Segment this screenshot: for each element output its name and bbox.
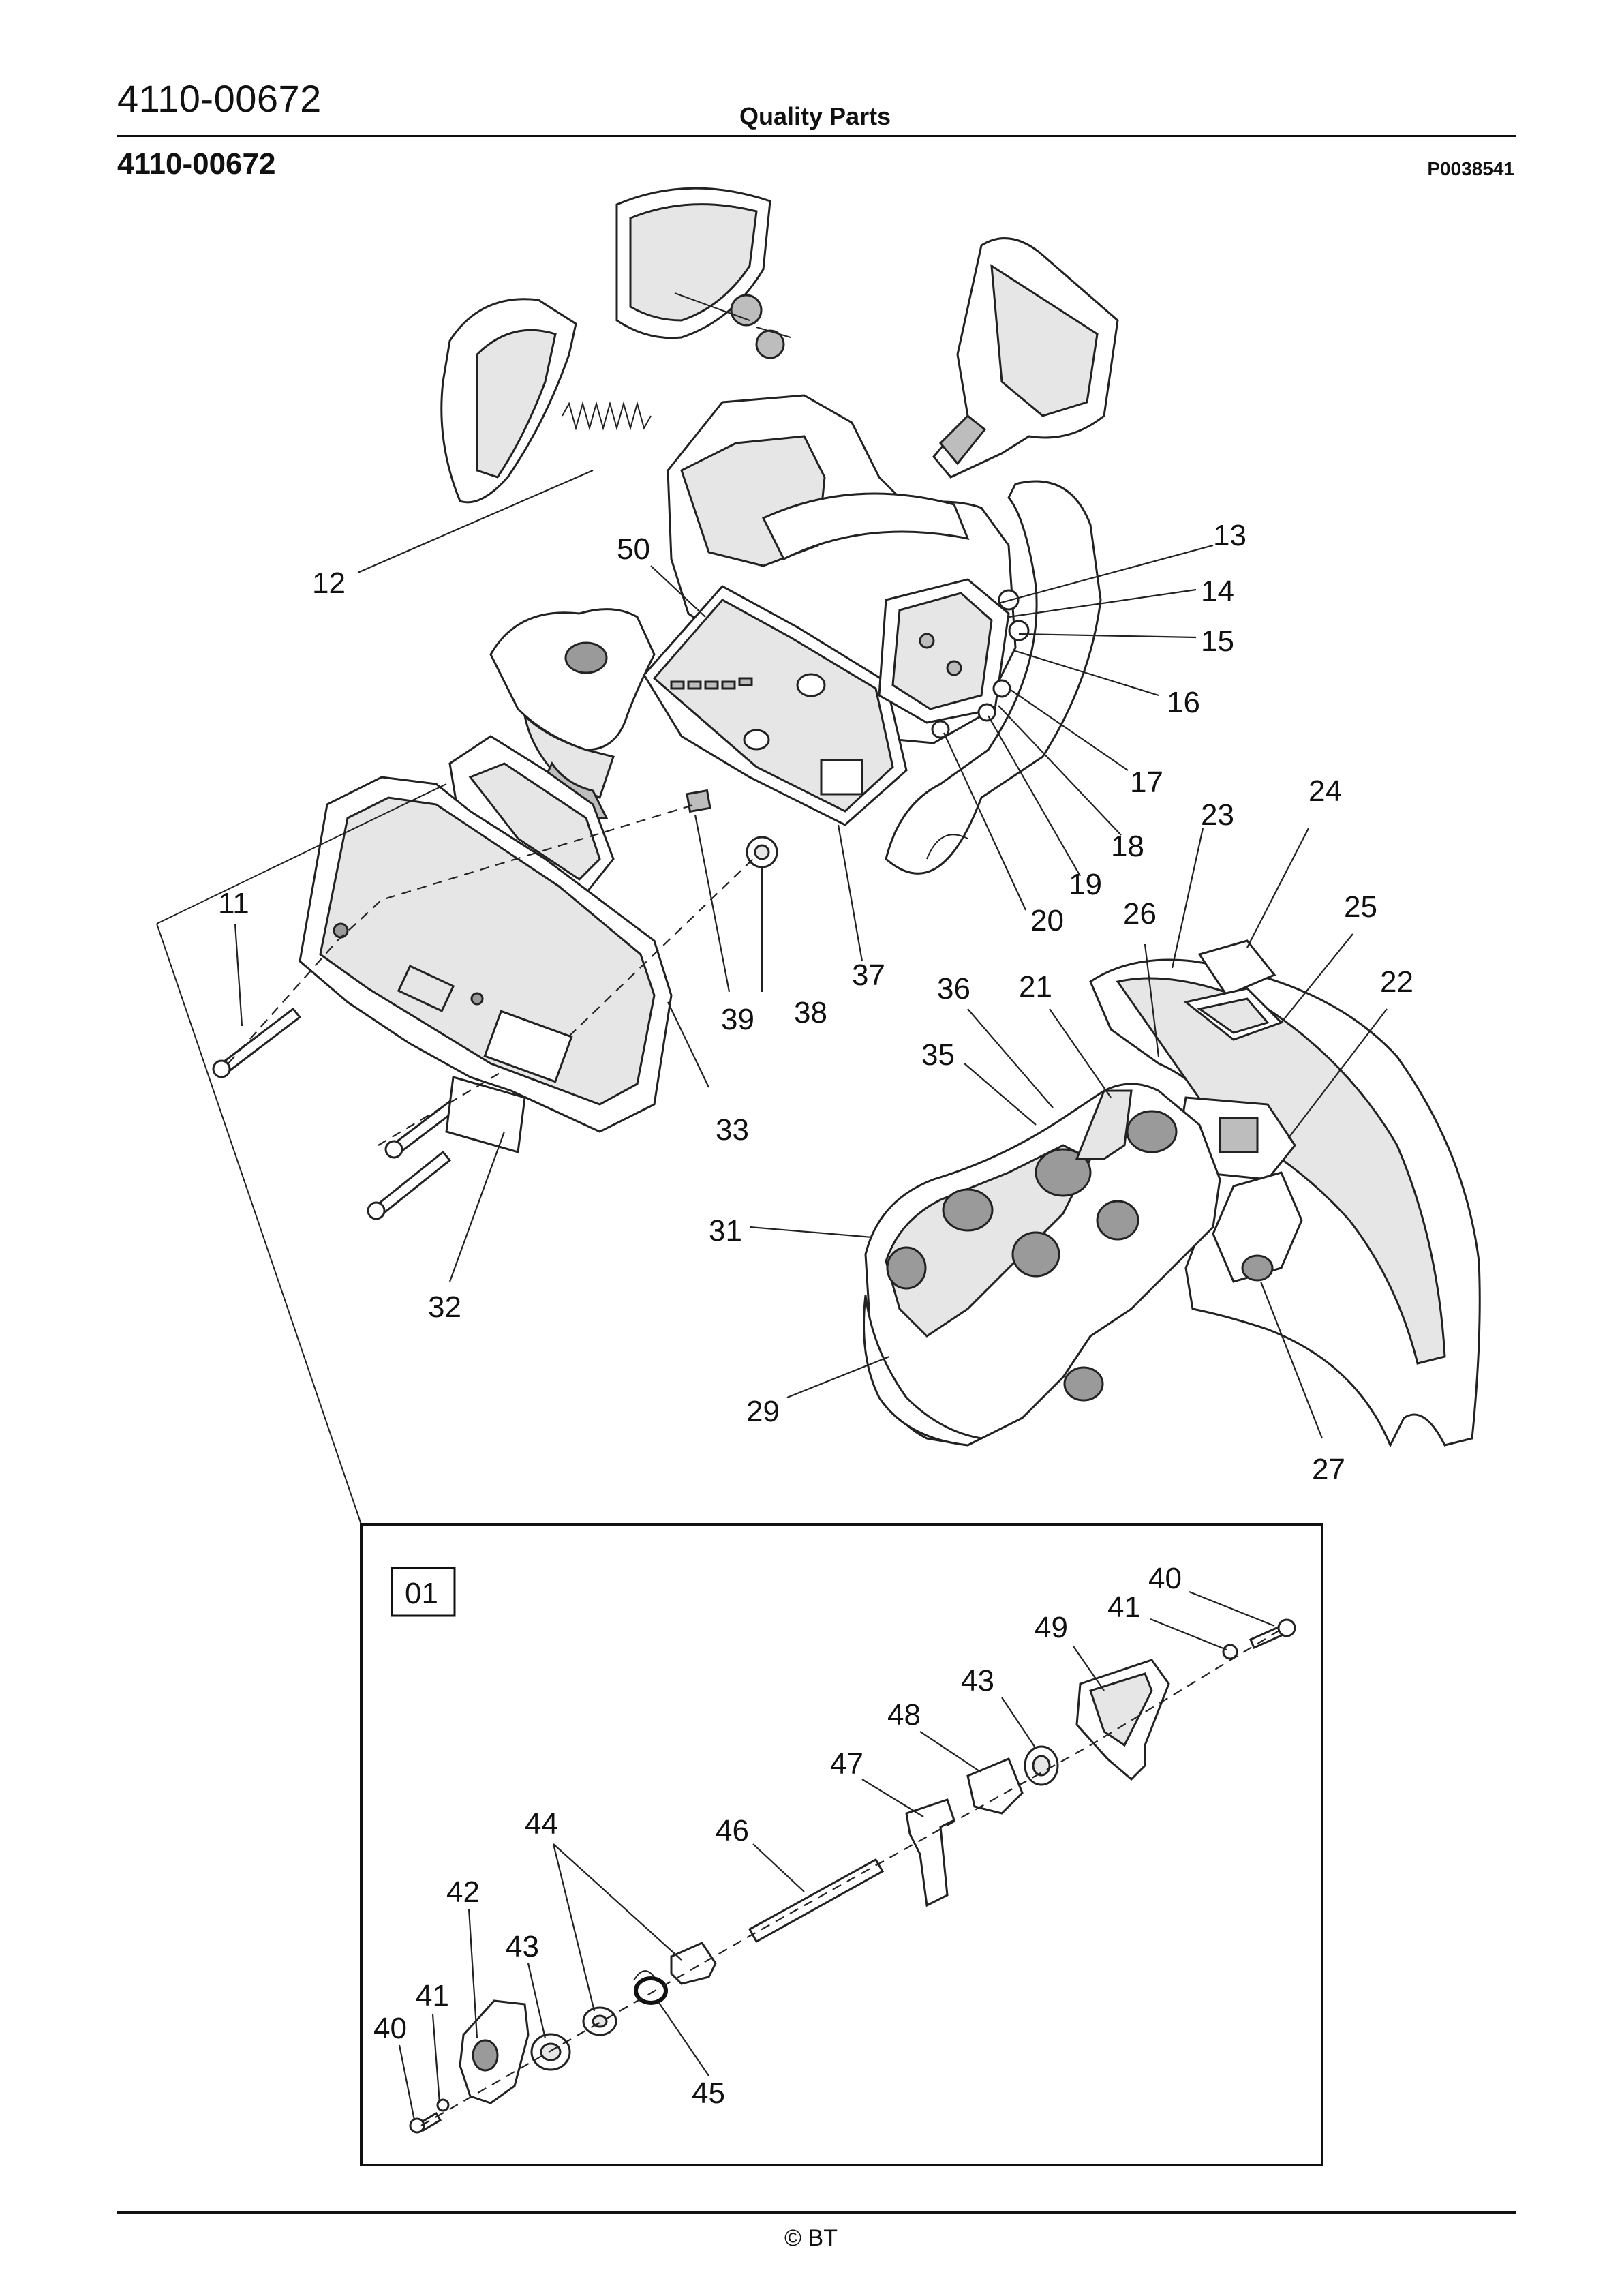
callout-44: 44 — [525, 1807, 558, 1841]
callout-36: 36 — [937, 972, 970, 1006]
callout-43-top: 43 — [961, 1664, 994, 1697]
callout-26: 26 — [1123, 897, 1157, 931]
joystick-knob-part — [448, 608, 656, 894]
callout-17: 17 — [1130, 766, 1163, 799]
right-arc-arm-part — [885, 480, 1102, 875]
callout-43-bottom: 43 — [506, 1930, 539, 1963]
leader-lines — [234, 469, 1388, 1439]
circuit-board-part — [643, 585, 908, 826]
document-title: Quality Parts — [739, 102, 891, 130]
switch-plate-part — [878, 578, 1030, 739]
callout-24: 24 — [1309, 774, 1342, 808]
armrest-body-part — [863, 1083, 1221, 1447]
callout-47: 47 — [830, 1747, 863, 1781]
callout-46: 46 — [716, 1814, 749, 1847]
callout-25: 25 — [1344, 890, 1377, 924]
bearing-right-part — [1024, 1745, 1059, 1786]
screw-parts — [212, 1007, 465, 1220]
lower-housing-block-part — [299, 776, 673, 1133]
detail-box-label: 01 — [405, 1577, 438, 1610]
callout-48: 48 — [887, 1698, 921, 1732]
handle-left-part — [459, 1999, 530, 2104]
footer-rule — [117, 2211, 1516, 2214]
callout-39: 39 — [721, 1003, 754, 1036]
callout-12: 12 — [312, 567, 346, 600]
gear-small-part — [582, 2006, 617, 2036]
right-arm-cover-part — [932, 237, 1119, 479]
callout-31: 31 — [709, 1214, 742, 1248]
callout-41-top: 41 — [1107, 1590, 1141, 1624]
panel-cover-part — [1183, 939, 1283, 1041]
callout-45: 45 — [692, 2076, 725, 2110]
callout-23: 23 — [1201, 798, 1234, 832]
bracket-part — [445, 1076, 526, 1153]
bolt-top-part — [1222, 1618, 1296, 1660]
handle-right-part — [1075, 1659, 1170, 1781]
callout-42: 42 — [446, 1875, 480, 1909]
callout-15: 15 — [1201, 624, 1234, 658]
callout-20: 20 — [1030, 904, 1064, 937]
callout-38: 38 — [794, 996, 827, 1029]
gear-part — [670, 1942, 717, 1985]
header-rule — [117, 135, 1516, 137]
callout-50: 50 — [617, 532, 650, 566]
callout-18: 18 — [1111, 830, 1144, 863]
callout-29: 29 — [746, 1395, 780, 1428]
callout-14: 14 — [1201, 575, 1234, 608]
lever-part — [905, 1798, 955, 1907]
cam-part — [966, 1757, 1024, 1815]
callout-21: 21 — [1019, 970, 1052, 1003]
detail-box-frame — [360, 1523, 1323, 2166]
left-side-cover-part — [440, 298, 577, 504]
top-cover-part — [615, 187, 791, 359]
spring-part — [562, 401, 652, 431]
detail-leader-lines — [398, 1590, 1275, 2121]
callout-16: 16 — [1167, 686, 1200, 719]
callout-11: 11 — [218, 887, 249, 920]
spring-coil-part — [633, 1970, 668, 2005]
callout-22: 22 — [1380, 965, 1413, 999]
callout-37: 37 — [852, 958, 885, 992]
small-parts-38-39 — [686, 789, 778, 868]
bolt-bottom-part — [409, 2098, 450, 2134]
callout-40-bottom: 40 — [373, 2012, 407, 2045]
callout-32: 32 — [428, 1290, 461, 1324]
drawing-number: P0038541 — [1427, 158, 1514, 179]
callout-35: 35 — [921, 1038, 955, 1072]
callout-13: 13 — [1213, 519, 1246, 552]
callout-40-top: 40 — [1148, 1562, 1182, 1595]
callout-33: 33 — [716, 1113, 749, 1147]
callout-19: 19 — [1069, 868, 1102, 901]
document-part-number: 4110-00672 — [117, 77, 322, 120]
callout-49: 49 — [1035, 1611, 1068, 1644]
detail-box-label-frame — [391, 1567, 456, 1617]
footer-copyright: © BT — [784, 2225, 838, 2251]
callout-41-bottom: 41 — [416, 1979, 449, 2012]
bearing-left-part — [530, 2033, 571, 2071]
callout-27: 27 — [1312, 1453, 1345, 1486]
assembly-number: 4110-00672 — [117, 147, 276, 181]
